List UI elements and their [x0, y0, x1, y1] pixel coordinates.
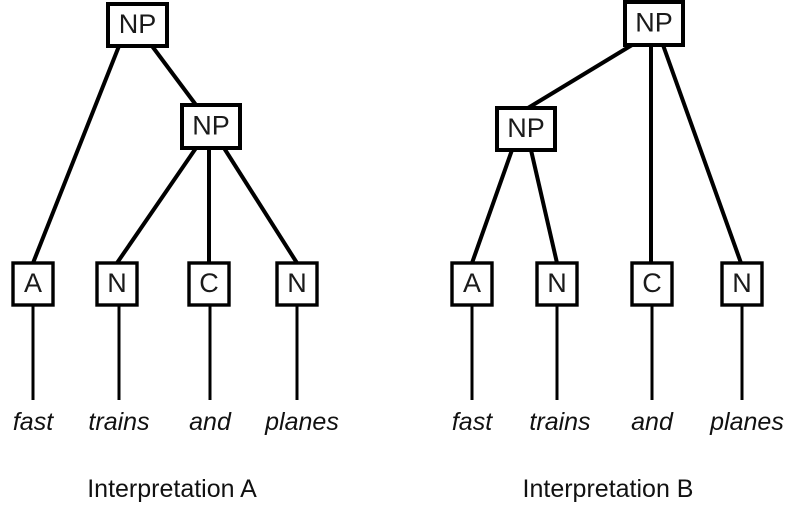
- node-box-a-n2: [275, 261, 319, 307]
- node-a-n2[interactable]: N: [275, 261, 319, 307]
- word-interpretation-a-2: and: [189, 408, 232, 436]
- node-b-n1[interactable]: N: [535, 261, 579, 307]
- node-box-b-n2: [720, 261, 764, 307]
- branch-b-root-to-b-np2: [526, 43, 634, 110]
- word-interpretation-b-3: planes: [709, 408, 784, 436]
- branch-group: [31, 44, 299, 265]
- node-a-adj[interactable]: A: [11, 261, 55, 307]
- node-label-b-conj: C: [642, 268, 662, 298]
- node-box-a-adj: [11, 261, 55, 307]
- node-label-a-root: NP: [119, 9, 157, 39]
- node-box-a-conj: [187, 261, 231, 307]
- node-box-b-root: [623, 0, 685, 47]
- branch-b-root-to-b-n2: [661, 44, 743, 264]
- node-label-a-conj: C: [199, 268, 219, 298]
- node-box-b-adj: [450, 261, 494, 307]
- node-b-conj[interactable]: C: [630, 261, 674, 307]
- node-label-b-n1: N: [547, 268, 567, 298]
- branch-a-np2-to-a-n2: [222, 146, 299, 265]
- word-interpretation-a-1: trains: [88, 408, 149, 436]
- node-label-b-np2: NP: [507, 113, 545, 143]
- node-b-n2[interactable]: N: [720, 261, 764, 307]
- node-label-b-adj: A: [463, 268, 481, 298]
- branch-group: [470, 43, 743, 264]
- node-box-a-root: [106, 2, 169, 48]
- node-a-n1[interactable]: N: [95, 261, 139, 307]
- node-box-b-n1: [535, 261, 579, 307]
- stem-group: [470, 305, 744, 400]
- node-a-conj[interactable]: C: [187, 261, 231, 307]
- node-label-a-np2: NP: [192, 111, 230, 141]
- node-b-root[interactable]: NP: [623, 0, 685, 47]
- node-box-b-np2: [495, 106, 557, 152]
- node-a-np2[interactable]: NP: [180, 103, 242, 150]
- node-b-adj[interactable]: A: [450, 261, 494, 307]
- node-a-root[interactable]: NP: [106, 2, 169, 48]
- branch-a-root-to-a-adj: [31, 45, 121, 264]
- caption-interpretation-a: Interpretation A: [87, 475, 257, 503]
- node-label-a-n2: N: [287, 268, 307, 298]
- word-interpretation-b-2: and: [631, 408, 674, 436]
- node-box-a-n1: [95, 261, 139, 307]
- word-interpretation-a-0: fast: [13, 408, 54, 436]
- node-b-np2[interactable]: NP: [495, 106, 557, 152]
- word-interpretation-a-3: planes: [264, 408, 339, 436]
- branch-a-np2-to-a-n1: [115, 146, 198, 265]
- node-box-a-np2: [180, 103, 242, 150]
- node-label-a-n1: N: [107, 268, 127, 298]
- node-box-b-conj: [630, 261, 674, 307]
- node-label-a-adj: A: [24, 268, 42, 298]
- branch-b-np2-to-b-n1: [529, 149, 559, 264]
- branch-a-root-to-a-np2: [150, 44, 198, 107]
- node-label-b-n2: N: [732, 268, 752, 298]
- caption-interpretation-b: Interpretation B: [523, 475, 694, 503]
- word-interpretation-b-0: fast: [452, 408, 493, 436]
- branch-b-np2-to-b-adj: [470, 149, 514, 264]
- word-interpretation-b-1: trains: [529, 408, 590, 436]
- node-label-b-root: NP: [635, 8, 673, 38]
- stem-group: [31, 305, 299, 400]
